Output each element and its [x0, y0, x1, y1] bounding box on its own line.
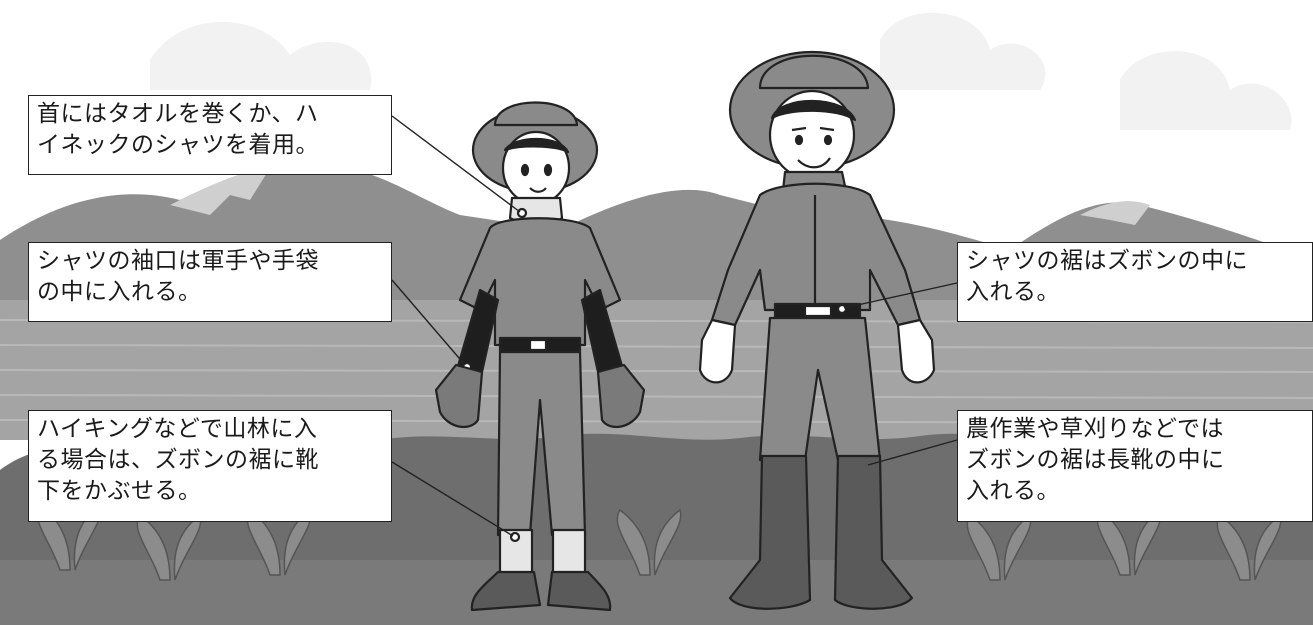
callout-line: ハイキングなどで山林に入 [37, 416, 318, 442]
callout-line: シャツの裾はズボンの中に [966, 248, 1248, 274]
shoe-left-2 [546, 570, 612, 612]
leader-farm [867, 439, 958, 466]
callout-neck-towel: 首にはタオルを巻くか、ハ イネックのシャツを着用。 [28, 95, 392, 175]
shirt-left [458, 217, 622, 347]
plants [36, 503, 1282, 581]
callout-line: 入れる。 [966, 279, 1060, 305]
leader-hiking [391, 461, 514, 537]
callout-shirt-cuffs: シャツの袖口は軍手や手袋 の中に入れる。 [28, 242, 392, 322]
callout-shirt-hem: シャツの裾はズボンの中に 入れる。 [957, 242, 1313, 322]
callout-hiking-socks: ハイキングなどで山林に入 る場合は、ズボンの裾に靴 下をかぶせる。 [28, 410, 392, 522]
callout-line: の中に入れる。 [37, 279, 202, 305]
callout-line: 下をかぶせる。 [37, 478, 202, 504]
callout-line: 首にはタオルを巻くか、ハ [37, 101, 319, 127]
sky-clouds [150, 12, 1292, 130]
hand-right-1 [698, 318, 737, 384]
glove-left-1 [434, 363, 484, 429]
leader-neck [391, 115, 521, 213]
person-right [698, 50, 936, 610]
callout-line: イネックのシャツを着用。 [37, 132, 319, 158]
field-rows [0, 319, 1313, 424]
shoe-left-1 [470, 570, 542, 612]
leader-lines [391, 115, 958, 537]
callout-line: る場合は、ズボンの裾に靴 [37, 447, 319, 473]
leader-cuffs [391, 279, 466, 366]
callout-line: シャツの袖口は軍手や手袋 [37, 248, 319, 274]
hat-crown-left [493, 101, 579, 127]
callout-farm-boots: 農作業や草刈りなどでは ズボンの裾は長靴の中に 入れる。 [957, 410, 1313, 522]
hand-right-2 [896, 318, 936, 384]
boot-right-1 [728, 454, 812, 610]
callout-line: 入れる。 [966, 478, 1060, 504]
callout-line: ズボンの裾は長靴の中に [966, 447, 1225, 473]
person-left [434, 101, 646, 612]
glove-left-2 [596, 363, 646, 429]
hat-crown-right [758, 54, 870, 90]
leader-shirt-hem [843, 282, 958, 309]
boot-right-2 [833, 454, 914, 610]
sock-left-2 [551, 528, 587, 577]
callout-line: 農作業や草刈りなどでは [966, 416, 1225, 442]
